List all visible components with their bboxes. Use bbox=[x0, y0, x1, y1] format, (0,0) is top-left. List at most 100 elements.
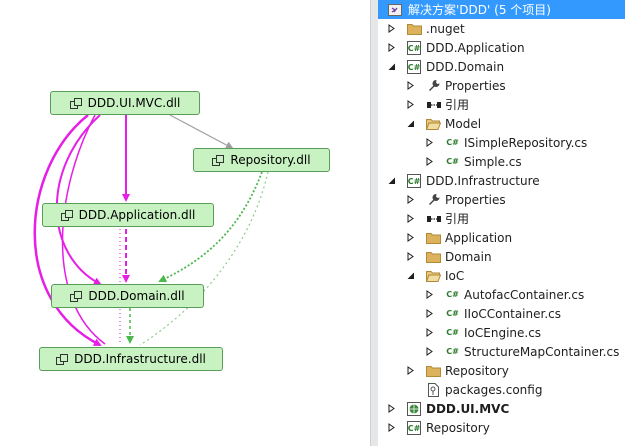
collapsed-arrow-icon[interactable] bbox=[406, 366, 415, 375]
tree-item[interactable]: 引用 bbox=[378, 95, 625, 114]
tree-item[interactable]: C# DDD.Application bbox=[378, 38, 625, 57]
tree-item-label: ISimpleRepository.cs bbox=[464, 135, 588, 150]
tree-item-label: Properties bbox=[445, 78, 506, 93]
tree-item[interactable]: C#Repository bbox=[378, 418, 625, 437]
tree-item-label: DDD.Domain bbox=[426, 59, 505, 74]
tree-item[interactable]: packages.config bbox=[378, 380, 625, 399]
references-icon bbox=[426, 98, 441, 112]
tree-item[interactable]: Domain bbox=[378, 247, 625, 266]
tree-item[interactable]: .nuget bbox=[378, 19, 625, 38]
tree-item-label: Properties bbox=[445, 192, 506, 207]
tree-item[interactable]: Application bbox=[378, 228, 625, 247]
collapsed-arrow-icon[interactable] bbox=[387, 24, 396, 33]
assembly-icon bbox=[60, 209, 73, 221]
tree-item-label: Simple.cs bbox=[464, 154, 522, 169]
tree-item[interactable]: IoC bbox=[378, 266, 625, 285]
tree-item-label: Domain bbox=[445, 249, 492, 264]
edge-mvc-infrastructure-2 bbox=[61, 114, 106, 345]
collapsed-arrow-icon[interactable] bbox=[406, 81, 415, 90]
edge-repository-domain bbox=[158, 171, 263, 283]
collapsed-arrow-icon[interactable] bbox=[406, 100, 415, 109]
solution-root[interactable]: 解决方案'DDD' (5 个项目) bbox=[378, 0, 625, 19]
collapsed-arrow-icon[interactable] bbox=[425, 138, 434, 147]
tree-item-label: StructureMapContainer.cs bbox=[464, 344, 620, 359]
svg-text:C#: C# bbox=[408, 44, 421, 53]
node-ddd-infrastructure[interactable]: DDD.Infrastructure.dll bbox=[39, 347, 223, 371]
node-label: DDD.Infrastructure.dll bbox=[74, 352, 206, 366]
tree-item[interactable]: C# IIoCContainer.cs bbox=[378, 304, 625, 323]
folder-icon bbox=[426, 231, 441, 245]
edge-mvc-infrastructure bbox=[33, 114, 102, 347]
solution-icon bbox=[388, 3, 403, 17]
collapsed-arrow-icon[interactable] bbox=[406, 195, 415, 204]
expanded-arrow-icon[interactable] bbox=[406, 271, 415, 280]
tree-item[interactable]: C#DDD.Infrastructure bbox=[378, 171, 625, 190]
collapsed-arrow-icon[interactable] bbox=[406, 233, 415, 242]
assembly-icon bbox=[69, 97, 82, 109]
collapsed-arrow-icon[interactable] bbox=[425, 328, 434, 337]
expanded-arrow-icon[interactable] bbox=[406, 119, 415, 128]
node-ddd-ui-mvc[interactable]: DDD.UI.MVC.dll bbox=[50, 91, 200, 115]
node-label: DDD.UI.MVC.dll bbox=[87, 96, 181, 110]
svg-text:C#: C# bbox=[408, 424, 421, 433]
csharp-file-icon: C# bbox=[446, 309, 459, 318]
node-label: DDD.Application.dll bbox=[78, 208, 196, 222]
tree-item-label: DDD.UI.MVC bbox=[426, 401, 510, 416]
csharp-file-icon: C# bbox=[446, 328, 459, 337]
collapsed-arrow-icon[interactable] bbox=[387, 43, 396, 52]
collapsed-arrow-icon[interactable] bbox=[425, 157, 434, 166]
folder-icon bbox=[426, 364, 441, 378]
collapsed-arrow-icon[interactable] bbox=[425, 347, 434, 356]
collapsed-arrow-icon[interactable] bbox=[406, 252, 415, 261]
tree-item[interactable]: Repository bbox=[378, 361, 625, 380]
tree-item-label: Application bbox=[445, 230, 513, 245]
tree-item[interactable]: C#AutofacContainer.cs bbox=[378, 285, 625, 304]
solution-title: 解决方案'DDD' (5 个项目) bbox=[408, 3, 551, 17]
tree-item-label: IIoCContainer.cs bbox=[464, 306, 562, 321]
tree-item-label: AutofacContainer.cs bbox=[464, 287, 585, 302]
collapsed-arrow-icon[interactable] bbox=[387, 423, 396, 432]
tree-item[interactable]: DDD.UI.MVC bbox=[378, 399, 625, 418]
folder-icon bbox=[426, 250, 441, 264]
collapsed-arrow-icon[interactable] bbox=[387, 404, 396, 413]
node-label: Repository.dll bbox=[230, 153, 311, 167]
svg-text:C#: C# bbox=[408, 177, 421, 186]
tree-item[interactable]: C# Simple.cs bbox=[378, 152, 625, 171]
collapsed-arrow-icon[interactable] bbox=[425, 290, 434, 299]
tree-item[interactable]: Properties bbox=[378, 76, 625, 95]
collapsed-arrow-icon[interactable] bbox=[425, 309, 434, 318]
node-ddd-application[interactable]: DDD.Application.dll bbox=[42, 203, 214, 227]
tree-item[interactable]: C# DDD.Domain bbox=[378, 57, 625, 76]
assembly-icon bbox=[212, 154, 225, 166]
node-label: DDD.Domain.dll bbox=[88, 289, 185, 303]
edge-mvc-repository bbox=[169, 114, 234, 149]
tree-item-label: 引用 bbox=[445, 212, 470, 226]
references-icon bbox=[426, 212, 441, 226]
expanded-arrow-icon[interactable] bbox=[387, 62, 396, 71]
folder-icon bbox=[407, 22, 422, 36]
wrench-icon bbox=[426, 79, 441, 93]
csharp-project-icon: C# bbox=[407, 420, 422, 435]
web-project-icon bbox=[407, 401, 422, 416]
csharp-file-icon: C# bbox=[446, 347, 459, 356]
node-ddd-domain[interactable]: DDD.Domain.dll bbox=[51, 284, 204, 308]
tree-item[interactable]: Properties bbox=[378, 190, 625, 209]
tree-item[interactable]: C# StructureMapContainer.cs bbox=[378, 342, 625, 361]
panel-splitter[interactable] bbox=[370, 0, 378, 446]
tree-item-label: IoC bbox=[445, 268, 465, 283]
wrench-icon bbox=[426, 193, 441, 207]
tree-item[interactable]: C#ISimpleRepository.cs bbox=[378, 133, 625, 152]
tree-item[interactable]: Model bbox=[378, 114, 625, 133]
tree-item-label: 引用 bbox=[445, 98, 470, 112]
expanded-arrow-icon[interactable] bbox=[387, 176, 396, 185]
tree-item-label: DDD.Application bbox=[426, 40, 525, 55]
tree-item-label: Repository bbox=[445, 363, 509, 378]
assembly-icon bbox=[70, 290, 83, 302]
node-repository[interactable]: Repository.dll bbox=[193, 148, 330, 172]
tree-item[interactable]: 引用 bbox=[378, 209, 625, 228]
csharp-project-icon: C# bbox=[407, 59, 422, 74]
csharp-file-icon: C# bbox=[446, 157, 459, 166]
collapsed-arrow-icon[interactable] bbox=[406, 214, 415, 223]
tree-item-label: IoCEngine.cs bbox=[464, 325, 542, 340]
tree-item[interactable]: C# IoCEngine.cs bbox=[378, 323, 625, 342]
